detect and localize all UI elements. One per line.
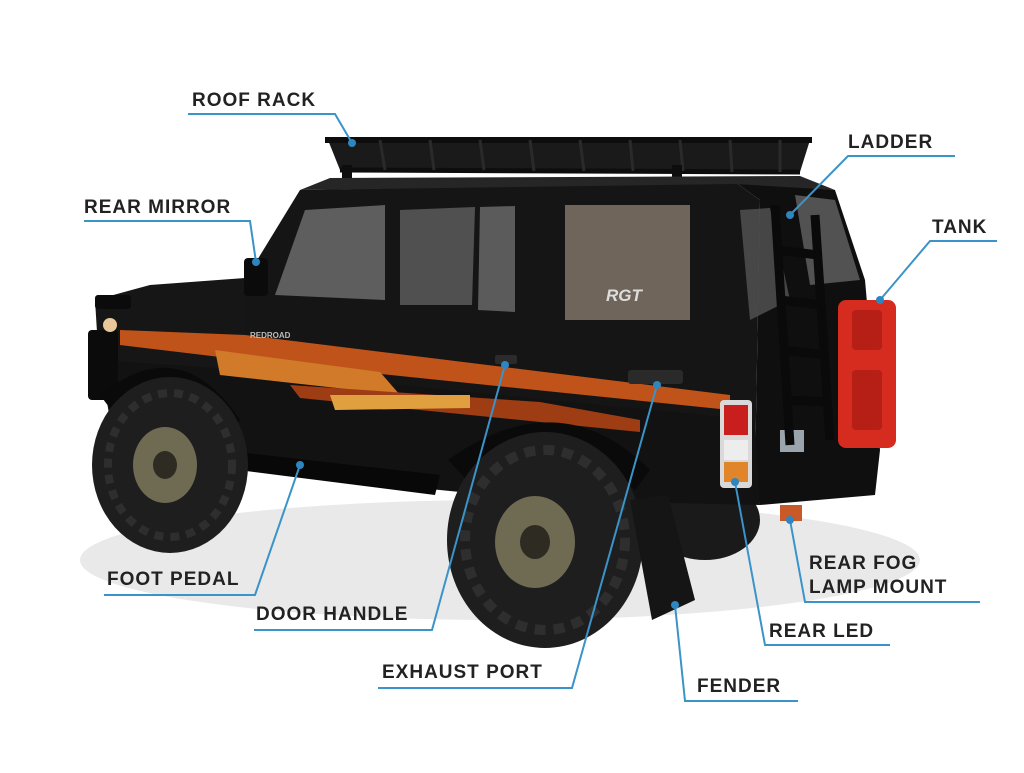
label-ladder: LADDER — [848, 132, 934, 153]
leader-tank — [879, 240, 997, 301]
leader-foot-pedal — [104, 464, 301, 596]
rgt-badge: RGT — [606, 286, 644, 305]
dot-foot-pedal — [296, 461, 304, 469]
door-emblem: REDROAD — [250, 331, 291, 340]
front-wheel — [92, 377, 248, 553]
label-foot-pedal: FOOT PEDAL — [107, 569, 240, 590]
ladder-shape — [770, 204, 835, 446]
label-rear-fog-lamp-mount: REAR FOG LAMP MOUNT — [809, 552, 947, 600]
dot-fender — [671, 601, 679, 609]
foot-pedal-shape — [238, 452, 440, 495]
dot-rear-mirror — [252, 258, 260, 266]
side-stripes — [120, 330, 730, 432]
leader-door-handle — [254, 364, 506, 631]
dot-exhaust-port — [653, 381, 661, 389]
leader-rear-led — [734, 481, 890, 646]
tail-light-shape — [720, 400, 752, 488]
leader-rear-mirror — [84, 220, 257, 263]
leader-roof-rack — [188, 113, 353, 144]
leader-lines — [84, 113, 997, 702]
dot-tank — [876, 296, 884, 304]
dot-roof-rack — [348, 139, 356, 147]
exhaust-shape — [628, 370, 683, 384]
leader-dots — [252, 139, 884, 609]
label-rear-led: REAR LED — [769, 621, 875, 642]
dot-door-handle — [501, 361, 509, 369]
front-fender-flare — [100, 367, 240, 440]
tank-shape — [838, 300, 896, 448]
label-fender: FENDER — [697, 676, 782, 697]
dot-rear-led — [731, 478, 739, 486]
mudflap-shape — [630, 495, 695, 620]
dot-ladder — [786, 211, 794, 219]
label-exhaust-port: EXHAUST PORT — [382, 662, 543, 683]
label-roof-rack: ROOF RACK — [192, 90, 317, 111]
dot-rear-fog-lamp-mount — [786, 516, 794, 524]
fog-lamp-shape — [780, 505, 802, 521]
mirror-shape — [244, 258, 268, 296]
label-door-handle: DOOR HANDLE — [256, 604, 409, 625]
label-rear-fog-line-2: LAMP MOUNT — [809, 577, 948, 598]
door-handle-shape — [495, 355, 517, 364]
label-tank: TANK — [932, 217, 988, 238]
rear-fender-flare — [448, 422, 650, 490]
leader-fender — [674, 604, 798, 702]
leader-exhaust-port — [378, 384, 658, 689]
label-rear-mirror: REAR MIRROR — [84, 197, 232, 218]
leader-ladder — [789, 155, 955, 216]
label-rear-fog-line-1: REAR FOG — [809, 553, 918, 574]
roof-rack-shape — [325, 137, 812, 185]
rear-wheel — [447, 432, 643, 648]
leader-rear-fog-lamp-mount — [789, 519, 980, 603]
